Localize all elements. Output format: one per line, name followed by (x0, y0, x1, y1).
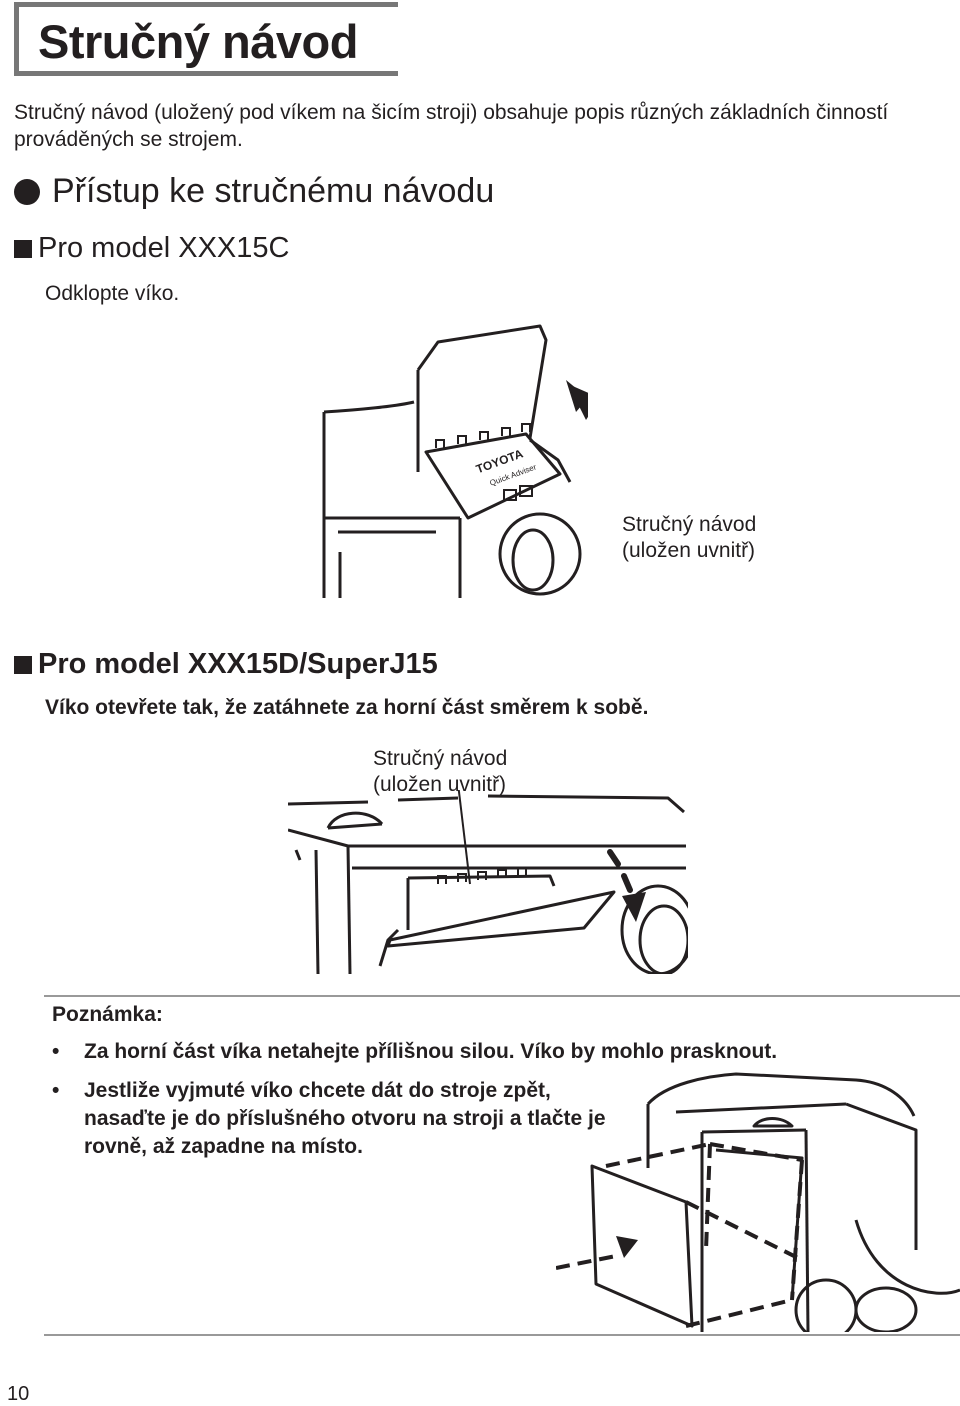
page-number: 10 (7, 1383, 30, 1405)
intro-paragraph: Stručný návod (uložený pod víkem na šicí… (14, 101, 889, 151)
note-bottom-rule (44, 1334, 960, 1336)
model-b-heading-text: Pro model XXX15D/SuperJ15 (38, 648, 438, 680)
model-a-illustration: TOYOTA Quick Adviser (322, 324, 588, 598)
note-item-1: • Za horní část víka netahejte přílišnou… (52, 1038, 932, 1066)
note-label: Poznámka: (52, 1003, 163, 1026)
model-c-illustration (556, 1072, 960, 1332)
square-bullet-icon (14, 239, 32, 258)
square-bullet-icon (14, 655, 32, 674)
model-a-caption-line1: Stručný návod (622, 513, 757, 536)
model-b-instruction: Víko otevřete tak, že zatáhnete za horní… (45, 696, 649, 719)
arrow-up-icon (568, 384, 588, 420)
note-item-text: Za horní část víka netahejte přílišnou s… (84, 1040, 778, 1063)
model-b-heading: Pro model XXX15D/SuperJ15 (14, 648, 438, 681)
model-a-instruction: Odklopte víko. (45, 282, 180, 305)
page-title: Stručný návod (38, 15, 358, 68)
section-heading: Přístup ke stručnému návodu (14, 172, 494, 211)
model-b-caption-line2: (uložen uvnitř) (373, 773, 507, 796)
title-left-bar (14, 2, 19, 76)
title-bottom-rule (14, 71, 398, 76)
note-top-rule (44, 995, 960, 997)
title-top-rule (14, 2, 398, 7)
model-b-caption-line1: Stručný návod (373, 747, 508, 770)
bullet-dot-icon (14, 178, 40, 205)
note-item-2: • Jestliže vyjmuté víko chcete dát do st… (52, 1077, 612, 1161)
bullet-symbol: • (52, 1040, 60, 1063)
arrow-down-icon (622, 892, 646, 922)
model-a-heading: Pro model XXX15C (14, 232, 289, 265)
model-a-heading-text: Pro model XXX15C (38, 232, 290, 264)
section-heading-text: Přístup ke stručnému návodu (52, 172, 495, 210)
model-b-illustration (288, 790, 688, 974)
arrow-insert-icon (616, 1236, 638, 1258)
model-a-caption-line2: (uložen uvnitř) (622, 539, 756, 562)
model-b-caption: Stručný návod (uložen uvnitř) (373, 746, 507, 798)
model-a-caption: Stručný návod (uložen uvnitř) (622, 512, 756, 564)
bullet-symbol: • (52, 1079, 60, 1102)
note-item-text: Jestliže vyjmuté víko chcete dát do stro… (84, 1079, 606, 1158)
